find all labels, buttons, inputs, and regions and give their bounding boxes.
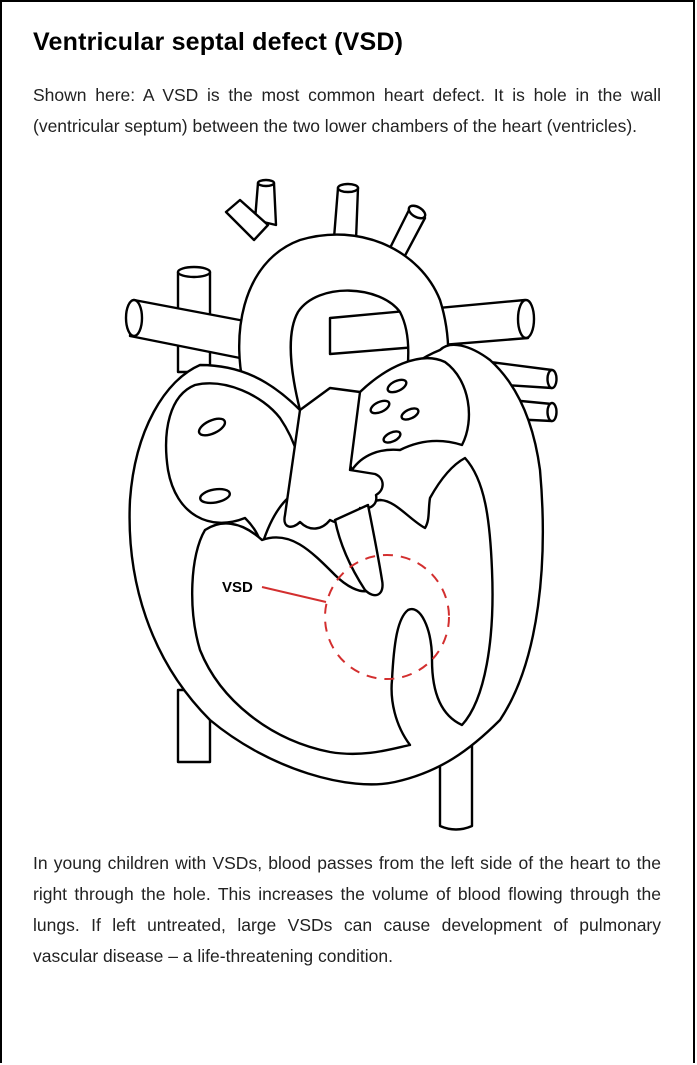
body-paragraph: In young children with VSDs, blood passe… [33,848,661,972]
vsd-label: VSD [222,579,253,596]
